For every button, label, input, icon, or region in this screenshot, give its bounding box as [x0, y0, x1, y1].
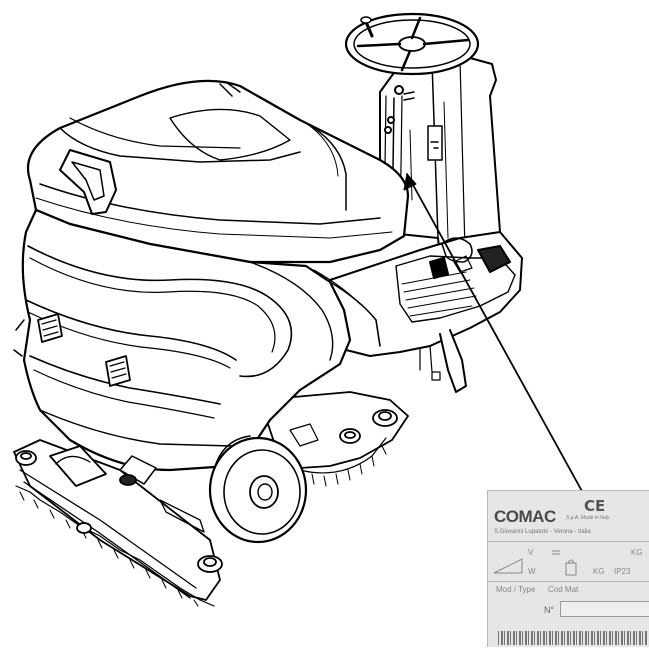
ce-mark: CE [584, 497, 606, 515]
serial-label: N° [544, 605, 555, 615]
rating-plate: CE COMAC S.p.A. Made in Italy S.Giovanni… [487, 490, 649, 647]
kg-label: KG [631, 548, 643, 557]
watt-label: W [528, 567, 536, 576]
brush-deck [259, 391, 409, 487]
plate-symbols [552, 550, 577, 576]
brand-suffix: S.p.A. Made in Italy [566, 515, 610, 521]
squeegee [13, 439, 223, 607]
barcode [498, 631, 648, 645]
leader-line [403, 173, 584, 494]
plate-divider [488, 541, 649, 542]
tank-body [13, 79, 410, 472]
mod-type-label: Mod / Type [496, 585, 536, 594]
cod-mat-label: Cod Mat [548, 585, 579, 594]
steering-wheel [344, 12, 480, 76]
serial-box [560, 601, 649, 617]
volt-label: V [528, 548, 534, 557]
chassis [329, 231, 523, 393]
manufacturer-address: S.Giovanni Lupatoto - Verona - Italia [494, 529, 591, 535]
slope-icon [493, 558, 523, 574]
kg-label-2: KG [593, 567, 605, 576]
plate-divider-2 [488, 581, 649, 582]
brand-logo: COMAC [494, 507, 556, 526]
ip-rating: IP23 [614, 567, 631, 576]
rear-wheel [208, 435, 308, 544]
